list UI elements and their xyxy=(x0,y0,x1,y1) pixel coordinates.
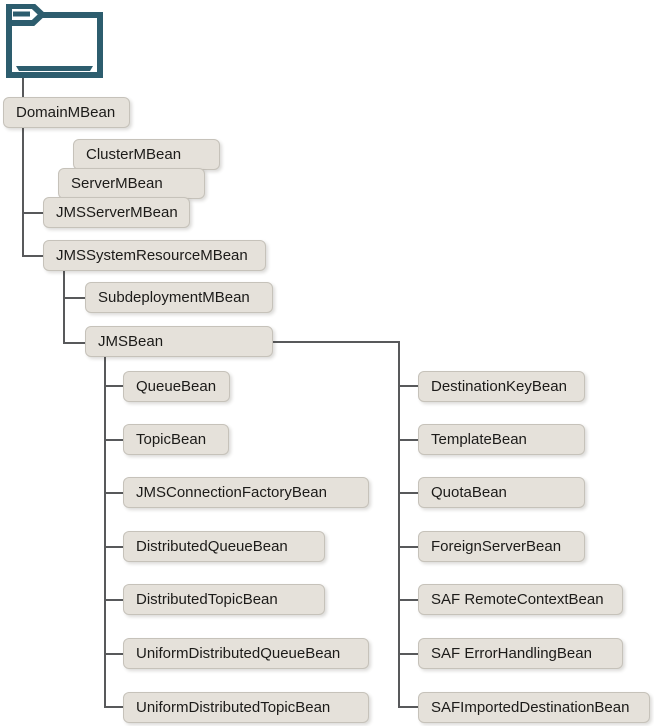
connector-line xyxy=(398,439,418,441)
node-distributedtopicbean: DistributedTopicBean xyxy=(123,584,325,615)
node-servermbean: ServerMBean xyxy=(58,168,205,199)
connector-line xyxy=(104,439,123,441)
node-domainmbean: DomainMBean xyxy=(3,97,130,128)
connector-line xyxy=(104,706,123,708)
connector-line xyxy=(273,341,400,343)
node-uniformdistributedtopicbean: UniformDistributedTopicBean xyxy=(123,692,369,723)
connector-line xyxy=(398,706,418,708)
folder-icon xyxy=(6,4,103,78)
node-jmssystemresourcembean: JMSSystemResourceMBean xyxy=(43,240,266,271)
node-jmsservermbean: JMSServerMBean xyxy=(43,197,190,228)
connector-line xyxy=(63,297,86,299)
connector-line xyxy=(398,492,418,494)
node-templatebean: TemplateBean xyxy=(418,424,585,455)
connector-line xyxy=(104,546,123,548)
connector-line xyxy=(63,271,65,344)
connector-line xyxy=(398,385,418,387)
node-queuebean: QueueBean xyxy=(123,371,230,402)
connector-line xyxy=(104,357,106,708)
connector-line xyxy=(104,385,123,387)
node-uniformdistributedqueuebean: UniformDistributedQueueBean xyxy=(123,638,369,669)
connector-line xyxy=(104,653,123,655)
node-topicbean: TopicBean xyxy=(123,424,229,455)
connector-line xyxy=(63,342,86,344)
connector-line xyxy=(22,78,24,97)
connector-line xyxy=(22,255,44,257)
node-safimporteddestinationbean: SAFImportedDestinationBean xyxy=(418,692,650,723)
node-foreignserverbean: ForeignServerBean xyxy=(418,531,585,562)
node-quotabean: QuotaBean xyxy=(418,477,585,508)
node-jmsconnectionfactorybean: JMSConnectionFactoryBean xyxy=(123,477,369,508)
connector-line xyxy=(104,599,123,601)
node-safremotecontextbean: SAF RemoteContextBean xyxy=(418,584,623,615)
node-subdeploymentmbean: SubdeploymentMBean xyxy=(85,282,273,313)
connector-line xyxy=(104,492,123,494)
connector-line xyxy=(398,599,418,601)
connector-line xyxy=(398,653,418,655)
connector-line xyxy=(22,212,44,214)
node-distributedqueuebean: DistributedQueueBean xyxy=(123,531,325,562)
node-destinationkeybean: DestinationKeyBean xyxy=(418,371,585,402)
connector-line xyxy=(398,341,400,708)
node-clustermbean: ClusterMBean xyxy=(73,139,220,170)
node-saferrorhandlingbean: SAF ErrorHandlingBean xyxy=(418,638,623,669)
connector-line xyxy=(22,128,24,257)
node-jmsbean: JMSBean xyxy=(85,326,273,357)
connector-line xyxy=(398,546,418,548)
